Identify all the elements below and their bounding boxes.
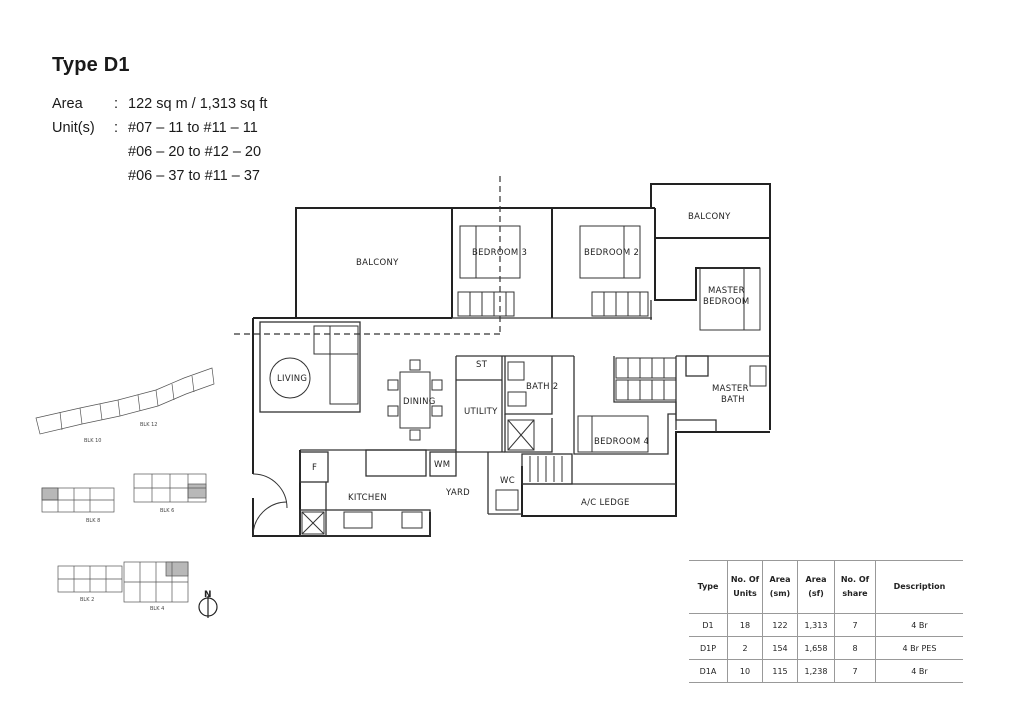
table-header-row: Type No. Of Units Area (sm) Area (sf) No… xyxy=(689,560,963,614)
room-label-dining: DINING xyxy=(403,397,436,407)
column-header: No. Of share xyxy=(834,560,876,614)
units-label: Unit(s) xyxy=(52,120,95,136)
interior-walls xyxy=(259,300,770,537)
key-plan-block-6 xyxy=(133,473,207,503)
table-cell: 154 xyxy=(762,636,798,660)
table-cell: D1 xyxy=(689,613,728,637)
table-cell: 1,313 xyxy=(797,613,835,637)
key-plan-label: BLK 6 xyxy=(160,508,174,514)
room-label-store: ST xyxy=(476,360,488,370)
key-plan-labels: BLK 10 BLK 12 BLK 8 BLK 6 BLK 2 BLK 4 xyxy=(80,422,174,612)
table-cell: 115 xyxy=(762,659,798,683)
north-arrow-icon: N xyxy=(198,590,218,618)
room-label-utility: UTILITY xyxy=(464,407,498,417)
room-label-balcony: BALCONY xyxy=(688,212,731,222)
room-label-kitchen: KITCHEN xyxy=(348,493,387,503)
hatching xyxy=(469,292,665,482)
room-label-master-bath: BATH xyxy=(721,395,745,405)
key-plan-label: BLK 2 xyxy=(80,597,94,603)
table-cell: 2 xyxy=(727,636,763,660)
unit-spec-table: Type No. Of Units Area (sm) Area (sf) No… xyxy=(689,560,963,683)
unit-range: #06 – 37 to #11 – 37 xyxy=(128,168,260,184)
furniture xyxy=(252,225,767,537)
table-cell: D1P xyxy=(689,636,728,660)
area-label: Area xyxy=(52,96,83,112)
room-label-ac-ledge: A/C LEDGE xyxy=(581,498,630,508)
key-plan-block-4 xyxy=(123,561,189,603)
table-cell: 7 xyxy=(834,613,876,637)
key-plan-label: BLK 12 xyxy=(140,422,157,428)
column-header: Area (sf) xyxy=(797,560,835,614)
room-label-bedroom-2: BEDROOM 2 xyxy=(584,248,639,258)
table-row: D1A 10 115 1,238 7 4 Br xyxy=(689,659,963,683)
table-cell: 1,658 xyxy=(797,636,835,660)
unit-info: Area : 122 sq m / 1,313 sq ft Unit(s) : … xyxy=(52,92,267,188)
table-cell: 4 Br xyxy=(875,613,963,637)
key-plan-label: BLK 8 xyxy=(86,518,100,524)
room-label-bedroom-3: BEDROOM 3 xyxy=(472,248,527,258)
units-separator: : xyxy=(114,120,119,136)
key-plan-block-8 xyxy=(41,487,115,513)
room-label-wc: WC xyxy=(500,476,515,486)
unit-range: #07 – 11 to #11 – 11 xyxy=(128,120,258,136)
column-header: Area (sm) xyxy=(762,560,798,614)
key-plan-label: BLK 10 xyxy=(84,438,101,444)
table-cell: 4 Br PES xyxy=(875,636,963,660)
room-label-bedroom-4: BEDROOM 4 xyxy=(594,437,649,447)
column-header: Type xyxy=(689,560,728,614)
table-cell: 8 xyxy=(834,636,876,660)
key-plan-label: BLK 4 xyxy=(150,606,164,612)
table-cell: 10 xyxy=(727,659,763,683)
north-label: N xyxy=(204,590,212,600)
room-label-master-bedroom: BEDROOM xyxy=(703,297,749,307)
table-row: D1P 2 154 1,658 8 4 Br PES xyxy=(689,636,963,660)
key-plan xyxy=(35,367,215,603)
table-row: D1 18 122 1,313 7 4 Br xyxy=(689,613,963,637)
room-label-yard: YARD xyxy=(445,488,470,498)
unit-type-title: Type D1 xyxy=(52,54,130,76)
key-plan-block-2 xyxy=(57,565,123,593)
area-value: 122 sq m / 1,313 sq ft xyxy=(128,96,268,112)
table-cell: 4 Br xyxy=(875,659,963,683)
room-label-master-bath: MASTER xyxy=(712,384,749,394)
room-label-master-bedroom: MASTER xyxy=(708,286,745,296)
room-label-fridge: F xyxy=(312,463,317,473)
table-cell: D1A xyxy=(689,659,728,683)
room-label-balcony: BALCONY xyxy=(356,258,399,268)
table-cell: 1,238 xyxy=(797,659,835,683)
table-cell: 7 xyxy=(834,659,876,683)
unit-range: #06 – 20 to #12 – 20 xyxy=(128,144,262,160)
column-header: Description xyxy=(875,560,963,614)
table-cell: 122 xyxy=(762,613,798,637)
room-label-living: LIVING xyxy=(277,374,307,384)
room-label-washing-machine: WM xyxy=(434,460,450,470)
area-separator: : xyxy=(114,96,119,112)
room-label-bath-2: BATH 2 xyxy=(526,382,558,392)
dashed-boundary xyxy=(234,176,501,335)
key-plan-block-10-12 xyxy=(35,367,215,435)
table-cell: 18 xyxy=(727,613,763,637)
column-header: No. Of Units xyxy=(727,560,763,614)
